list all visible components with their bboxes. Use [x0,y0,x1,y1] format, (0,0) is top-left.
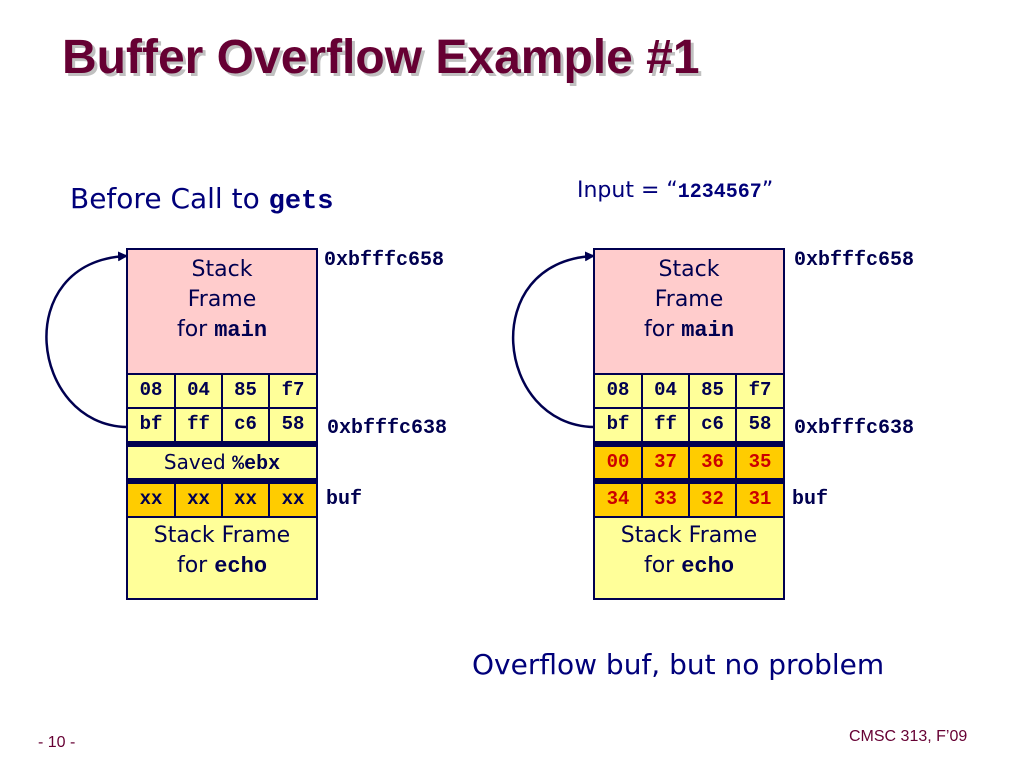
right-buf-byte: 34 [595,484,641,516]
right-echo-code: echo [681,554,735,579]
right-saved-byte: 35 [737,447,783,478]
left-ebp-byte: bf [128,409,174,441]
right-stack: Stack Frame for main 08 04 85 f7 bf ff c… [593,248,785,600]
left-addr-top: 0xbfffc658 [324,249,445,272]
left-stack: Stack Frame for main 08 04 85 f7 bf ff c… [126,248,318,600]
right-addr-ebp: 0xbfffc638 [794,417,915,440]
left-heading-code: gets [268,187,334,217]
left-ebp-byte: ff [176,409,221,441]
left-ebp-byte: 58 [270,409,316,441]
left-echo-line1: Stack Frame [153,523,291,548]
left-buf-byte: xx [128,484,174,516]
left-main-line1: Stack [191,257,253,282]
right-echo-line1: Stack Frame [620,523,758,548]
right-ret-byte: 04 [643,375,688,407]
right-ret-byte: 85 [690,375,735,407]
right-ebp-byte: 58 [737,409,783,441]
page-number: - 10 - [38,734,76,751]
left-addr-buf: buf [326,488,363,511]
right-saved-ebp-arrow [512,251,595,429]
course-label: CMSC 313, F’09 [849,728,968,745]
slide-title: Buffer Overflow Example #1 [62,31,700,84]
right-main-frame: Stack Frame for main [595,250,783,373]
left-buf-byte: xx [223,484,268,516]
right-saved-byte: 00 [595,447,641,478]
right-heading-close: ” [761,178,774,203]
right-ebp-byte: c6 [690,409,735,441]
left-ebp-byte: c6 [223,409,268,441]
left-main-line2: Frame [187,287,257,312]
left-ret-byte: 04 [176,375,221,407]
left-echo-frame: Stack Frame for echo [128,518,316,598]
right-main-code: main [681,318,735,343]
right-saved-byte: 36 [690,447,735,478]
right-addr-top: 0xbfffc658 [794,249,915,272]
left-ret-byte: 85 [223,375,268,407]
left-ret-byte: 08 [128,375,174,407]
left-main-frame: Stack Frame for main [128,250,316,373]
right-ret-byte: 08 [595,375,641,407]
left-echo-code: echo [214,554,268,579]
right-ebp-byte: bf [595,409,641,441]
right-heading-text: Input = “ [577,178,678,203]
right-ret-byte: f7 [737,375,783,407]
caption: Overflow buf, but no problem [472,648,885,681]
left-saved-ebx: Saved %ebx [128,447,316,478]
right-main-line1: Stack [658,257,720,282]
left-saved-text: Saved [163,450,233,474]
right-addr-buf: buf [792,488,829,511]
right-echo-frame: Stack Frame for echo [595,518,783,598]
left-echo-line2: for [176,553,215,578]
right-heading: Input = “1234567” [577,178,773,204]
left-main-code: main [214,318,268,343]
left-buf-byte: xx [176,484,221,516]
left-heading-text: Before Call to [70,182,269,215]
right-heading-code: 1234567 [677,181,762,204]
right-buf-byte: 31 [737,484,783,516]
right-buf-byte: 32 [690,484,735,516]
left-ret-byte: f7 [270,375,316,407]
left-main-line3: for [176,317,215,342]
left-saved-code: %ebx [232,453,281,476]
right-ebp-byte: ff [643,409,688,441]
left-buf-byte: xx [270,484,316,516]
right-saved-byte: 37 [643,447,688,478]
left-saved-ebp-arrow [45,251,128,429]
right-main-line2: Frame [654,287,724,312]
right-main-line3: for [643,317,682,342]
left-heading: Before Call to gets [70,182,333,217]
left-addr-ebp: 0xbfffc638 [327,417,448,440]
right-echo-line2: for [643,553,682,578]
right-buf-byte: 33 [643,484,688,516]
